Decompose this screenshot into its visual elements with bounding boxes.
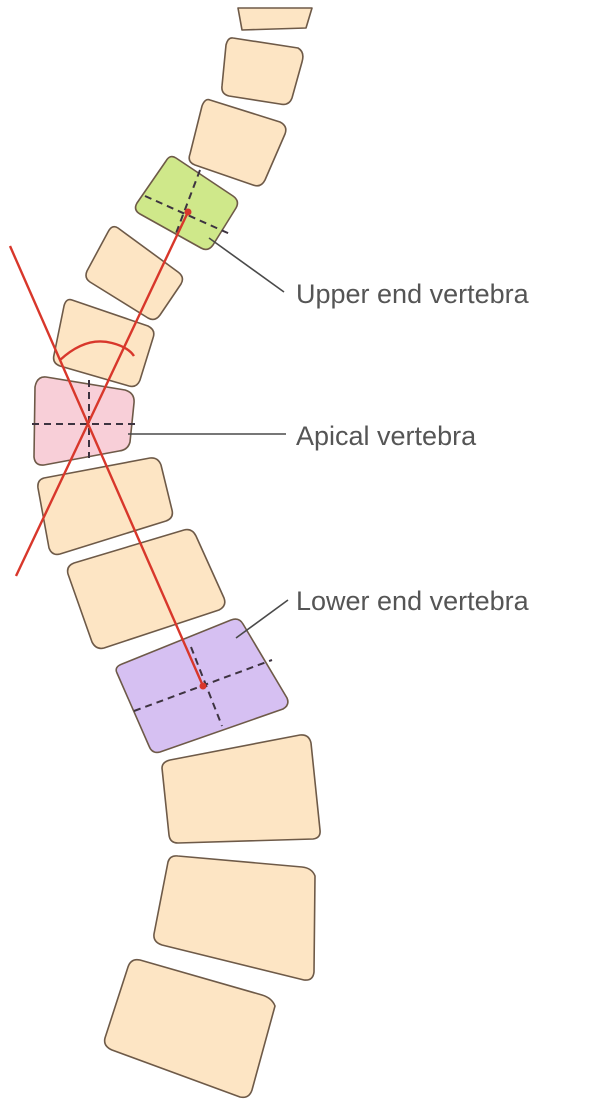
vertebra-11 <box>162 735 320 843</box>
vertebra-1 <box>238 8 312 30</box>
vertebra-2 <box>222 38 303 105</box>
lower-center-dot <box>200 683 207 690</box>
upper-label-leader <box>209 238 284 292</box>
vertebra-5 <box>86 227 182 320</box>
apical-vertebra-label: Apical vertebra <box>296 421 476 452</box>
upper-center-dot <box>185 209 192 216</box>
vertebra-12 <box>154 856 315 980</box>
apical-vertebra <box>34 377 134 465</box>
lower-end-vertebra-label: Lower end vertebra <box>296 586 529 617</box>
upper-end-vertebra-label: Upper end vertebra <box>296 279 529 310</box>
lower-label-leader <box>236 600 288 638</box>
vertebra-9 <box>68 530 225 649</box>
vertebra-3 <box>189 100 286 186</box>
vertebra-13 <box>105 960 275 1098</box>
